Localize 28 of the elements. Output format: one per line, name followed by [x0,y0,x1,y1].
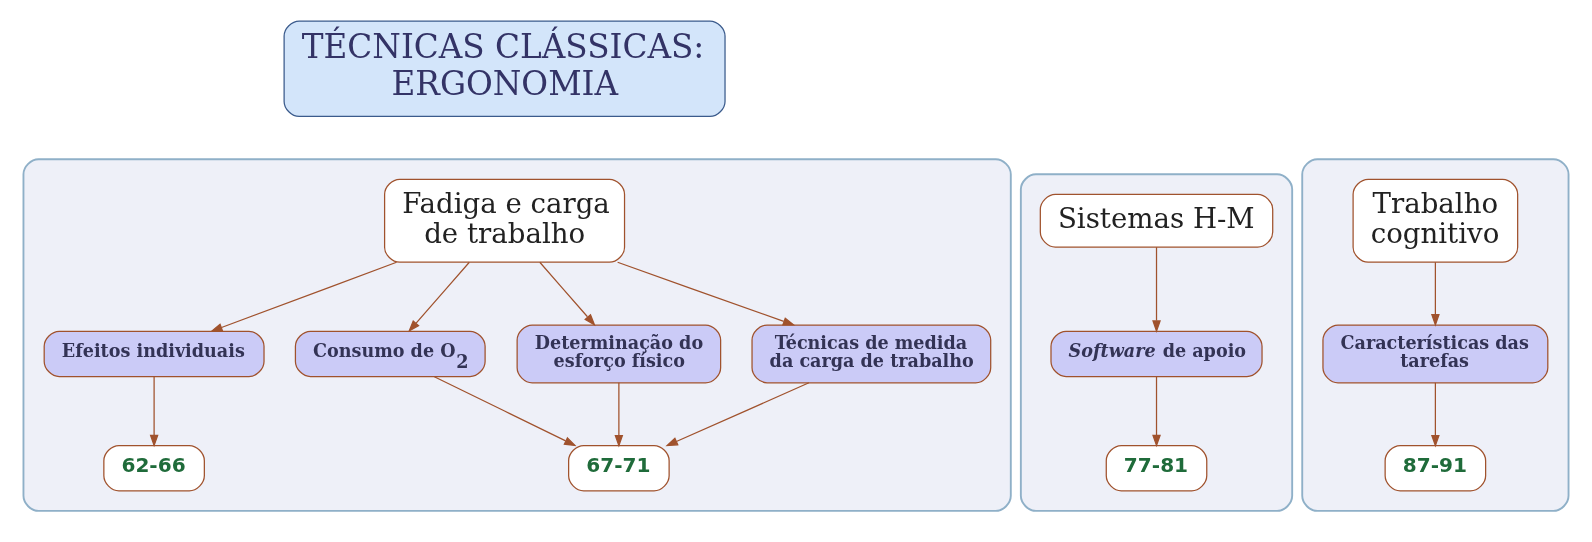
arrow [149,376,159,448]
node-box: Efeitos individuais [43,330,265,378]
cluster [22,158,1012,512]
arrow [1152,376,1161,448]
cluster [1019,173,1294,512]
arrow [1152,246,1161,333]
node-box: Software de apoio [1050,330,1263,378]
node-box: Determinação do esforço físico [516,324,722,384]
arrow [617,261,796,326]
arrow [665,382,810,447]
node-box: Trabalho cognitivo [1352,178,1519,263]
arrow [210,261,398,332]
node-box: TÉCNICAS CLÁSSICAS: ERGONOMIA [283,20,726,118]
node-box: 67-71 [568,445,670,492]
arrow [408,261,470,333]
arrow [1431,261,1440,327]
arrow [614,382,624,448]
node-box: Fadiga e carga de trabalho [384,178,626,263]
node-box: Sistemas H-M [1039,193,1274,248]
arrow [1431,382,1440,448]
arrow [433,376,577,447]
node-box: Técnicas de medida da carga de trabalho [751,324,992,384]
cluster [1301,158,1570,512]
node-box: 77-81 [1105,445,1208,492]
node-box: Características das tarefas [1322,324,1549,384]
arrow [539,261,596,327]
node-box: 62-66 [103,445,205,492]
node-box: 87-91 [1384,445,1487,492]
